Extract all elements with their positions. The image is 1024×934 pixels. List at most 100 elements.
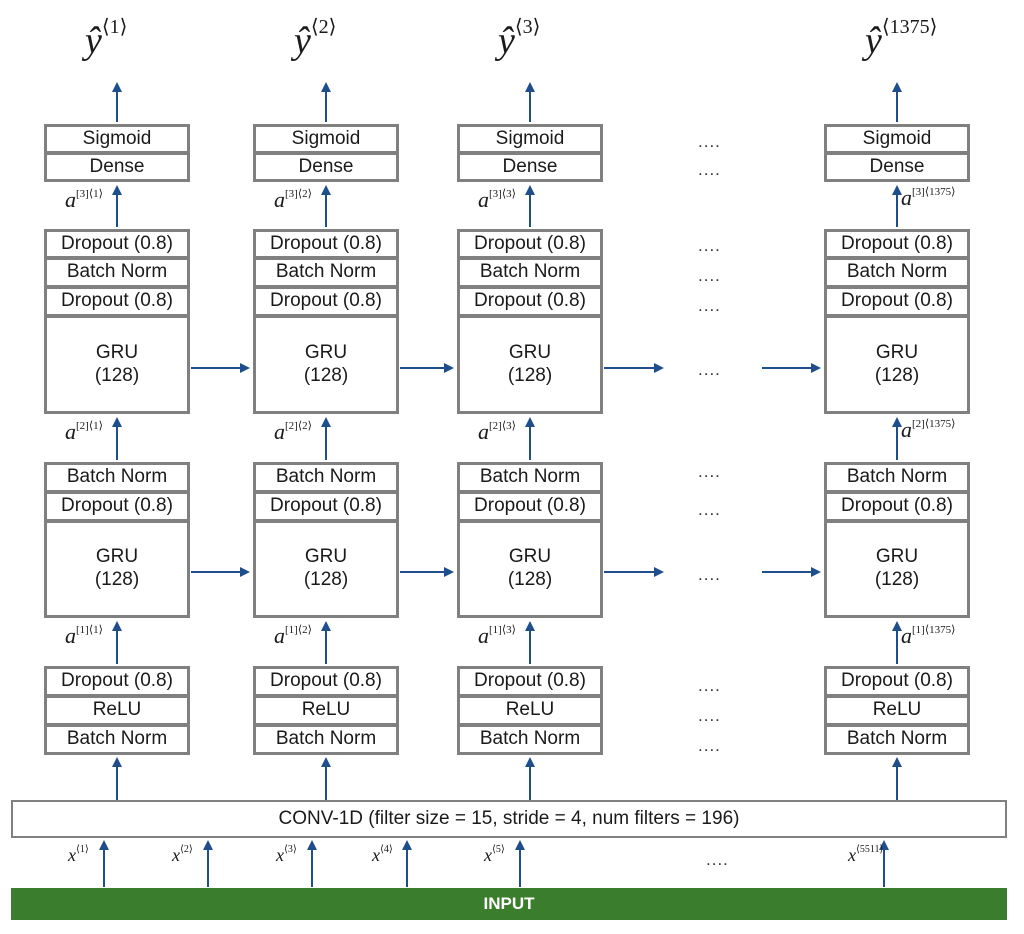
relu-layer-1: ReLU (44, 695, 190, 726)
input-x-6-superscript: ⟨5511⟩ (856, 844, 884, 855)
arrow-conv-to-stack-3 (525, 757, 535, 800)
y-hat-1: ŷ⟨1⟩ (85, 17, 127, 60)
dropout-layer-3b-1: Dropout (0.8) (44, 286, 190, 317)
batchnorm-layer-3-3: Batch Norm (457, 257, 603, 288)
input-x-5: x⟨5⟩ (484, 844, 505, 865)
batchnorm-layer-2-4: Batch Norm (824, 462, 970, 493)
batchnorm-layer-3-2: Batch Norm (253, 257, 399, 288)
activation-a3-2: a[3]⟨2⟩ (274, 187, 312, 212)
arrow-a3-2 (321, 185, 331, 227)
arrow-gru1-dots-to-last (762, 567, 821, 577)
activation-a1-3-symbol: a (478, 623, 489, 648)
y-hat-3-superscript: ⟨3⟩ (514, 16, 541, 39)
input-x-1-superscript: ⟨1⟩ (76, 844, 89, 855)
arrow-a3-1 (112, 185, 122, 227)
batchnorm-layer-1-3: Batch Norm (457, 724, 603, 755)
activation-a1-2: a[1]⟨2⟩ (274, 623, 312, 648)
activation-a2-2-symbol: a (274, 419, 285, 444)
gru-units: (128) (303, 569, 349, 590)
activation-a1-4-symbol: a (901, 623, 912, 648)
dense-layer-4: Dense (824, 152, 970, 182)
gru-layer-2-1: GRU(128) (44, 315, 190, 414)
sigmoid-layer-3: Sigmoid (457, 124, 603, 154)
dropout-layer-3a-4: Dropout (0.8) (824, 229, 970, 259)
gru-label: GRU (875, 341, 919, 363)
gru-layer-1-1: GRU(128) (44, 520, 190, 618)
arrow-gru1-3-to-dots (604, 567, 664, 577)
y-hat-4: ŷ⟨1375⟩ (865, 17, 937, 60)
input-x-2: x⟨2⟩ (172, 845, 193, 865)
ellipsis-5: .... (698, 296, 721, 315)
arrow-input-5 (515, 840, 525, 887)
input-x-3-superscript: ⟨3⟩ (284, 844, 297, 855)
arrow-gru2-3-to-dots (604, 363, 664, 373)
input-x-2-symbol: x (172, 845, 180, 865)
activation-a3-4: a[3]⟨1375⟩ (901, 186, 955, 209)
activation-a2-2: a[2]⟨2⟩ (274, 419, 312, 444)
gru-label: GRU (508, 546, 552, 568)
batchnorm-layer-2-1: Batch Norm (44, 462, 190, 493)
relu-layer-4: ReLU (824, 695, 970, 726)
activation-a3-3-superscript: [3]⟨3⟩ (489, 187, 516, 200)
relu-layer-2: ReLU (253, 695, 399, 726)
arrow-a3-3 (525, 185, 535, 227)
gru-label: GRU (95, 546, 139, 568)
arrow-a2-2 (321, 417, 331, 460)
activation-a2-1-superscript: [2]⟨1⟩ (76, 419, 103, 432)
dropout-layer-1-3: Dropout (0.8) (457, 666, 603, 697)
arrow-gru1-1-to-2 (191, 567, 250, 577)
activation-a3-2-superscript: [3]⟨2⟩ (285, 187, 312, 200)
sigmoid-layer-2: Sigmoid (253, 124, 399, 154)
ellipsis-2: .... (698, 160, 721, 179)
arrow-input-1 (99, 840, 109, 887)
dropout-layer-1-1: Dropout (0.8) (44, 666, 190, 697)
gru-label: GRU (875, 546, 919, 568)
conv1d-layer: CONV-1D (filter size = 15, stride = 4, n… (11, 800, 1007, 838)
activation-a1-3-superscript: [1]⟨3⟩ (489, 623, 516, 636)
activation-a1-1-symbol: a (65, 623, 76, 648)
y-hat-2-superscript: ⟨2⟩ (310, 16, 337, 39)
activation-a2-4: a[2]⟨1375⟩ (901, 417, 955, 442)
input-x-5-symbol: x (484, 845, 492, 865)
activation-a2-3-symbol: a (478, 419, 489, 444)
dense-layer-2: Dense (253, 152, 399, 182)
input-bar: INPUT (11, 888, 1007, 920)
gru-units: (128) (94, 364, 140, 386)
activation-a1-2-symbol: a (274, 623, 285, 648)
batchnorm-layer-1-1: Batch Norm (44, 724, 190, 755)
arrow-input-3 (307, 840, 317, 887)
dropout-layer-3b-3: Dropout (0.8) (457, 286, 603, 317)
input-x-5-superscript: ⟨5⟩ (492, 844, 505, 855)
ellipsis-6: .... (698, 360, 721, 379)
dense-layer-3: Dense (457, 152, 603, 182)
ellipsis-7: .... (698, 462, 721, 481)
activation-a2-3: a[2]⟨3⟩ (478, 419, 516, 444)
arrow-input-2 (203, 840, 213, 887)
ellipsis-9: .... (698, 565, 721, 584)
activation-a3-3-symbol: a (478, 187, 489, 212)
y-hat-2: ŷ⟨2⟩ (294, 17, 336, 60)
gru-units: (128) (874, 364, 920, 386)
activation-a3-2-symbol: a (274, 187, 285, 212)
arrow-conv-to-stack-2 (321, 757, 331, 800)
ellipsis-8: .... (698, 500, 721, 519)
gru-units: (128) (507, 569, 553, 590)
arrow-a2-3 (525, 417, 535, 460)
batchnorm-layer-3-1: Batch Norm (44, 257, 190, 288)
activation-a3-1-symbol: a (65, 187, 76, 212)
gru-units: (128) (874, 569, 920, 590)
arrow-gru2-dots-to-last (762, 363, 821, 373)
ellipsis-1: .... (698, 132, 721, 151)
gru-layer-2-4: GRU(128) (824, 315, 970, 414)
arrow-output-2 (321, 82, 331, 122)
gru-layer-2-3: GRU(128) (457, 315, 603, 414)
activation-a2-4-symbol: a (901, 417, 912, 442)
arrow-a1-3 (525, 621, 535, 664)
gru-units: (128) (507, 364, 553, 386)
activation-a3-1: a[3]⟨1⟩ (65, 187, 103, 212)
dropout-layer-3b-2: Dropout (0.8) (253, 286, 399, 317)
dropout-layer-2-3: Dropout (0.8) (457, 491, 603, 522)
dropout-layer-2-4: Dropout (0.8) (824, 491, 970, 522)
activation-a2-2-superscript: [2]⟨2⟩ (285, 419, 312, 432)
input-x-1: x⟨1⟩ (68, 844, 89, 865)
